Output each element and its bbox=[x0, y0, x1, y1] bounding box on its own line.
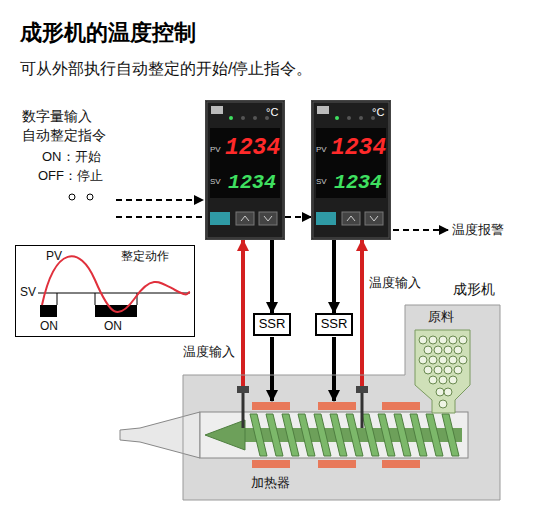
pellet bbox=[436, 388, 444, 396]
graph-note: 整定动作 bbox=[121, 250, 169, 264]
controller: °CPV1234SV1234 bbox=[311, 100, 391, 240]
sensor-head bbox=[356, 386, 368, 393]
sensor-probe bbox=[361, 393, 364, 428]
on-bar bbox=[40, 305, 57, 317]
pellet bbox=[449, 336, 457, 344]
connector bbox=[241, 240, 245, 375]
machine-ground bbox=[183, 305, 500, 500]
heater bbox=[252, 402, 290, 410]
screw-flight bbox=[250, 414, 459, 456]
pellet bbox=[439, 376, 447, 384]
alarm-label: 温度报警 bbox=[452, 223, 504, 238]
pellet bbox=[429, 356, 437, 364]
screw-tip bbox=[205, 420, 245, 450]
signal-wire bbox=[116, 199, 203, 201]
pv-readout: 1234 bbox=[225, 135, 280, 161]
state-label: ON bbox=[104, 320, 122, 334]
sensor-head bbox=[237, 386, 249, 393]
heater bbox=[252, 460, 290, 468]
switch-state: ON：开始 bbox=[42, 150, 101, 165]
input-note: 自动整定指令 bbox=[22, 127, 106, 143]
sv-line bbox=[38, 293, 190, 294]
heading: 成形机的温度控制 bbox=[20, 20, 196, 45]
tick-line bbox=[57, 293, 137, 305]
pellet bbox=[449, 356, 457, 364]
display-tag: PV bbox=[316, 145, 327, 154]
pellet bbox=[434, 366, 442, 374]
outline bbox=[183, 305, 500, 500]
input-note: 数字量输入 bbox=[22, 108, 92, 124]
pellets bbox=[419, 336, 467, 408]
power-wire bbox=[332, 337, 336, 401]
axis-label: SV bbox=[20, 286, 36, 300]
connector bbox=[270, 240, 274, 313]
box-label: SSR bbox=[259, 317, 286, 332]
pv-readout: 1234 bbox=[331, 135, 386, 161]
controller-body bbox=[311, 100, 391, 240]
axis-label: PV bbox=[46, 250, 62, 264]
pellet bbox=[454, 366, 462, 374]
part-name: 原料 bbox=[428, 310, 454, 325]
edge-label: 温度输入 bbox=[369, 276, 421, 291]
pellet bbox=[459, 336, 467, 344]
alarm-wire bbox=[393, 229, 448, 231]
nozzle bbox=[120, 412, 200, 458]
pellet bbox=[419, 336, 427, 344]
edge-label: 温度输入 bbox=[183, 345, 235, 360]
sensor-probe bbox=[242, 393, 245, 428]
switch-contact bbox=[69, 194, 75, 200]
ssr-box: SSR bbox=[315, 313, 354, 336]
box-label: SSR bbox=[321, 317, 348, 332]
heater bbox=[318, 402, 356, 410]
pellet bbox=[429, 376, 437, 384]
heater bbox=[318, 460, 356, 468]
unit-mark: °C bbox=[372, 106, 384, 119]
pellet bbox=[419, 356, 427, 364]
pellet bbox=[439, 400, 447, 408]
pv-curve bbox=[42, 256, 190, 312]
connector bbox=[332, 240, 336, 313]
pellet bbox=[424, 366, 432, 374]
connector bbox=[360, 240, 364, 375]
pellet bbox=[424, 346, 432, 354]
pellet bbox=[429, 336, 437, 344]
heater bbox=[382, 402, 420, 410]
pellet bbox=[449, 376, 457, 384]
autotune-graph: PV 整定动作 SV ON ON bbox=[15, 245, 195, 337]
pellet bbox=[434, 346, 442, 354]
heater bbox=[382, 460, 420, 468]
sv-readout: 1234 bbox=[334, 171, 382, 194]
signal-wire bbox=[116, 216, 205, 218]
barrel bbox=[200, 412, 468, 458]
pellet bbox=[459, 356, 467, 364]
display-tag: SV bbox=[210, 177, 221, 186]
display-tag: PV bbox=[210, 145, 221, 154]
sv-readout: 1234 bbox=[228, 171, 276, 194]
unit-mark: °C bbox=[266, 106, 278, 119]
power-wire bbox=[270, 337, 274, 401]
display-tag: SV bbox=[316, 177, 327, 186]
switch-state: OFF：停止 bbox=[38, 169, 103, 184]
ssr-box: SSR bbox=[253, 313, 292, 336]
outline-shape bbox=[183, 305, 500, 500]
machine-label: 成形机 bbox=[453, 281, 495, 297]
machine-housing: 成形机 bbox=[183, 305, 500, 500]
pellet bbox=[444, 346, 452, 354]
switch-contact bbox=[87, 194, 93, 200]
hopper bbox=[415, 330, 470, 413]
pellet bbox=[439, 336, 447, 344]
subtitle: 可从外部执行自动整定的开始/停止指令。 bbox=[20, 60, 312, 78]
controller: °CPV1234SV1234 bbox=[205, 100, 285, 240]
pellet bbox=[444, 366, 452, 374]
pellet bbox=[454, 346, 462, 354]
part-name: 加热器 bbox=[251, 476, 290, 491]
state-label: ON bbox=[40, 320, 58, 334]
controller-body bbox=[205, 100, 285, 240]
connector bbox=[285, 216, 311, 218]
pellet bbox=[439, 356, 447, 364]
pellet bbox=[444, 388, 452, 396]
